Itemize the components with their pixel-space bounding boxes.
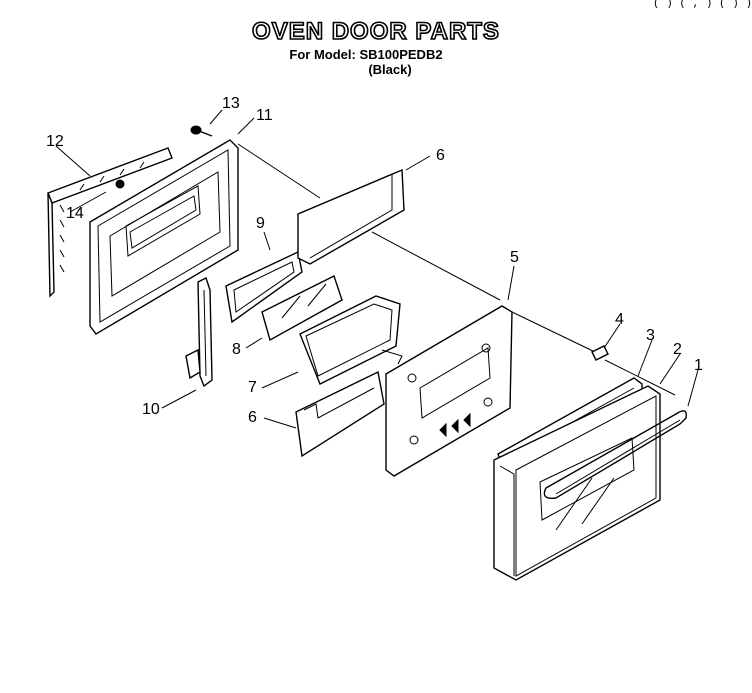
part-5-door-liner[interactable] [385, 305, 513, 477]
callout-2: 2 [673, 341, 682, 358]
part-9-gasket[interactable] [225, 250, 303, 324]
part-1-handle[interactable] [543, 410, 687, 499]
callout-8: 8 [232, 341, 241, 358]
callout-3: 3 [646, 327, 655, 344]
part-6-lower-channel[interactable] [295, 370, 385, 458]
model-number: For Model: SB100PEDB2 [289, 47, 443, 62]
callout-14: 14 [66, 205, 84, 222]
callout-1: 1 [694, 357, 703, 374]
part-4-clip[interactable] [591, 345, 609, 361]
leader-lines [55, 109, 699, 429]
part-8-glass[interactable] [261, 275, 343, 342]
part-7-glass-pack-frame[interactable] [299, 295, 403, 385]
part-10-hinge[interactable] [185, 277, 213, 388]
callout-4: 4 [615, 311, 624, 328]
part-6-upper-channel[interactable] [297, 168, 405, 265]
callout-13: 13 [222, 95, 240, 112]
callout-6-lower: 6 [248, 409, 257, 426]
callout-10: 10 [142, 401, 160, 418]
model-color: (Black) [368, 62, 412, 77]
callout-6-upper: 6 [436, 147, 445, 164]
part-11-inner-door-panel[interactable] [89, 139, 239, 335]
part-13-screw[interactable] [190, 125, 213, 137]
diagram-title: OVEN DOOR PARTS [251, 17, 500, 46]
callout-7: 7 [248, 379, 257, 396]
callout-9: 9 [256, 215, 265, 232]
alignment-lines [237, 143, 676, 396]
callout-11: 11 [256, 107, 273, 124]
part-2-outer-door-panel[interactable] [493, 385, 661, 581]
clipped-top-text: ( ) ( , ) ( ) ) [652, 0, 752, 8]
callout-5: 5 [510, 249, 519, 266]
callout-12: 12 [46, 133, 64, 150]
part-12-trim-strip[interactable] [47, 147, 173, 298]
part-14-screw[interactable] [115, 179, 125, 189]
